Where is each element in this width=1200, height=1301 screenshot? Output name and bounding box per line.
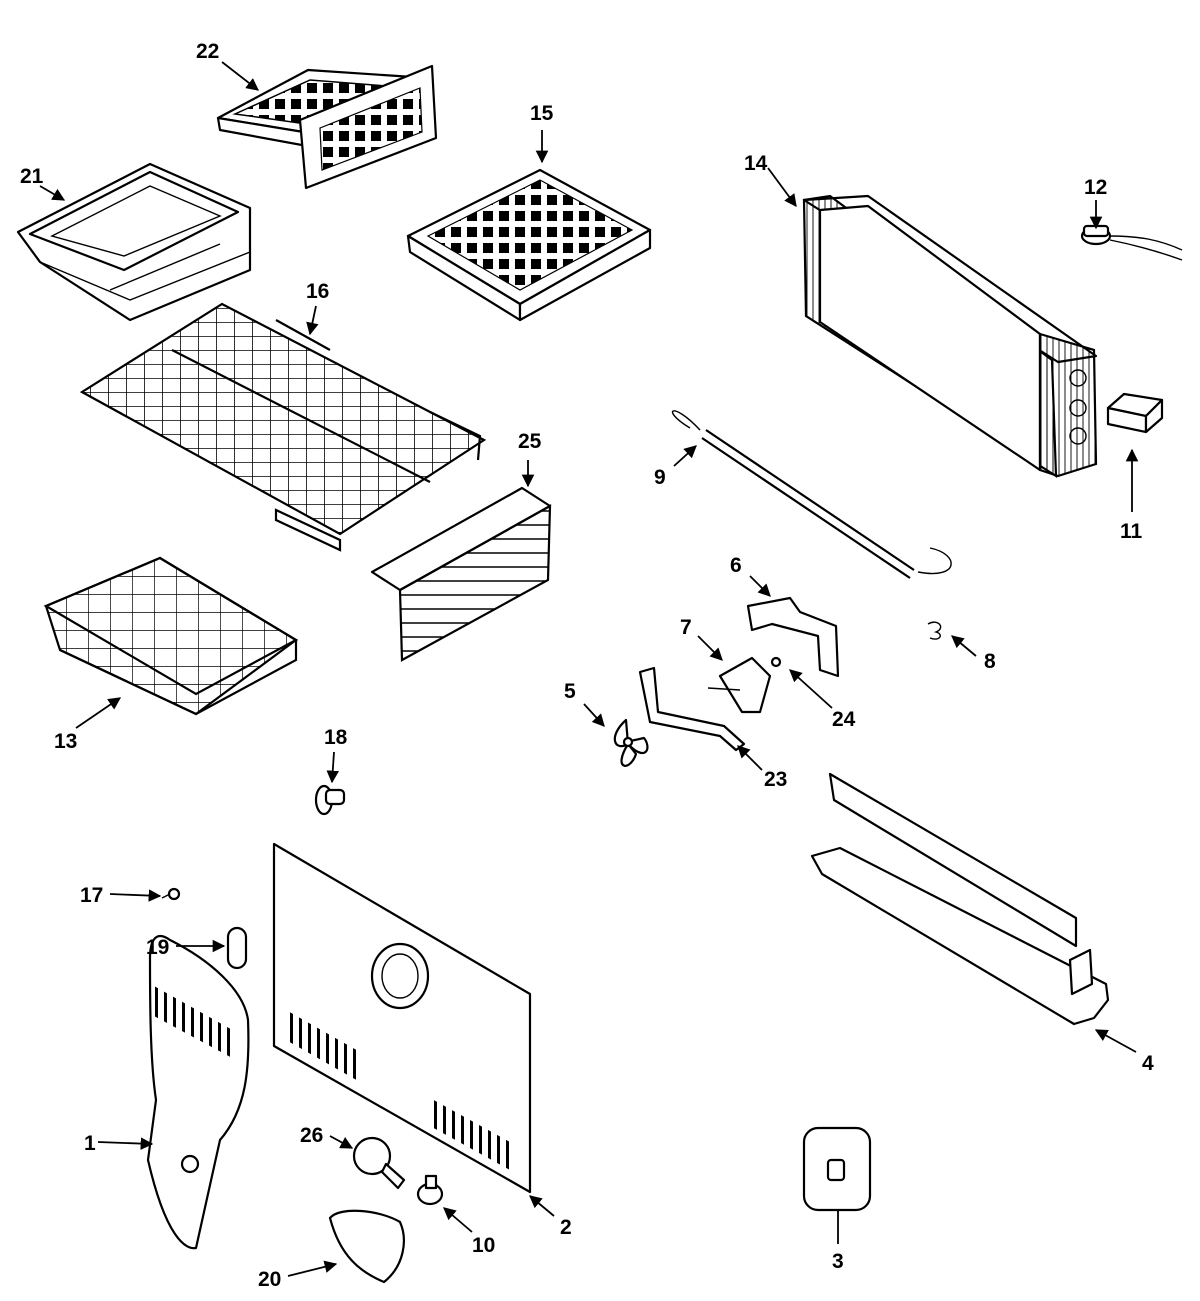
part-17-screw [161, 887, 181, 901]
callout-18: 18 [324, 726, 348, 749]
callout-21: 21 [20, 165, 44, 188]
part-11-relay [1106, 392, 1164, 434]
callout-3: 3 [832, 1250, 844, 1273]
callout-11: 11 [1120, 520, 1143, 543]
callout-17: 17 [80, 884, 103, 907]
callout-20: 20 [258, 1268, 281, 1291]
part-1-light-cover [146, 934, 250, 1250]
callout-16: 16 [306, 280, 329, 303]
callout-8: 8 [984, 650, 996, 673]
part-16-wire-shelf [79, 302, 487, 552]
part-13-wire-basket [43, 556, 299, 716]
part-15-ice-tray [406, 168, 652, 322]
part-2-rear-panel [272, 842, 532, 1194]
callout-1: 1 [84, 1132, 96, 1155]
part-7-fan-motor [707, 656, 772, 714]
part-10-socket [416, 1174, 444, 1206]
part-24-grommet [770, 656, 782, 668]
callout-10: 10 [472, 1234, 495, 1257]
callout-14: 14 [744, 152, 768, 175]
callout-5: 5 [564, 680, 576, 703]
part-9-heater-rod [671, 410, 952, 579]
part-26-light-bulb [352, 1136, 406, 1190]
callout-9: 9 [654, 466, 666, 489]
part-20-light-lens [328, 1209, 405, 1284]
part-14-evaporator [802, 194, 1098, 479]
part-21-ice-bin [16, 162, 252, 322]
callout-7: 7 [680, 616, 692, 639]
callout-26: 26 [300, 1124, 323, 1147]
callout-15: 15 [530, 102, 554, 125]
callout-12: 12 [1084, 176, 1107, 199]
part-12-sensor [1080, 224, 1183, 261]
part-5-fan-blade [613, 718, 649, 767]
part-4-drain-trough [810, 772, 1110, 1026]
callout-2: 2 [560, 1216, 572, 1239]
callout-19: 19 [146, 936, 169, 959]
part-23-motor-bracket [638, 666, 746, 752]
part-8-clip [927, 621, 942, 640]
callout-4: 4 [1142, 1052, 1154, 1075]
callout-25: 25 [518, 430, 542, 453]
callout-leaders [39, 61, 1139, 1277]
callout-22: 22 [196, 40, 219, 63]
part-22-ice-rack [216, 64, 438, 190]
callout-13: 13 [54, 730, 77, 753]
part-18-plug [314, 784, 346, 816]
callout-24: 24 [832, 708, 856, 731]
part-25-cover-panel [370, 486, 552, 662]
part-19-plug [226, 926, 248, 970]
part-3-switch [802, 1126, 872, 1212]
part-6-bracket [746, 596, 840, 678]
callout-23: 23 [764, 768, 787, 791]
callout-6: 6 [730, 554, 742, 577]
